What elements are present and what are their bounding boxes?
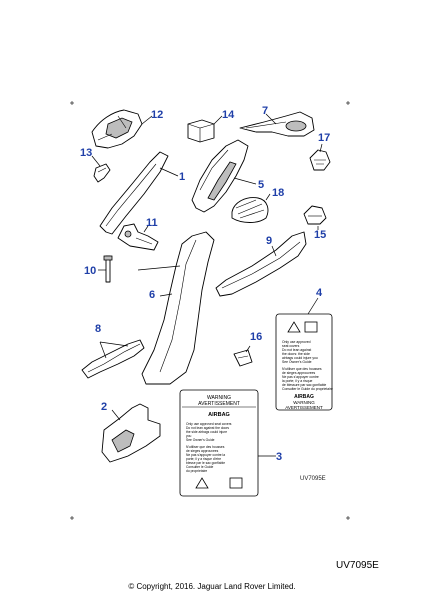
inner-reference-code: UV7095E [300, 476, 326, 482]
part-2-lower-trim[interactable] [101, 403, 161, 463]
label3-line7: de sieges approuvees [186, 449, 219, 453]
label3-warning: WARNING [207, 395, 231, 401]
warning-label-4[interactable]: Only use approved seat covers Do not lea… [275, 313, 333, 411]
part-1-a-pillar-trim[interactable] [99, 151, 169, 235]
part-18-shell[interactable] [231, 197, 269, 223]
label4-line9: Ne pas s’appuyer contre [282, 375, 319, 379]
label3-line11: Consulter le Guide [186, 465, 213, 469]
part-7-upper-trim[interactable] [239, 111, 315, 137]
label3-line5: See Owner's Guide [186, 438, 215, 442]
callout-15: 15 [314, 229, 326, 241]
label3-line3: the side airbags could injure [186, 430, 227, 434]
warning-triangle-icon [287, 321, 301, 333]
label4-line2: seat covers [282, 344, 300, 348]
callout-17: 17 [318, 132, 330, 144]
callout-1: 1 [179, 171, 185, 183]
label4-line6: See Owner’s Guide [282, 360, 312, 364]
book-icon [304, 321, 318, 333]
label4-line10: la porte; il y a risque [282, 379, 312, 383]
label3-avertissement: AVERTISSEMENT [198, 401, 240, 407]
part-13-clip[interactable] [93, 163, 111, 183]
part-9-sill[interactable] [215, 231, 307, 297]
label3-line4: you [186, 434, 191, 438]
callout-9: 9 [266, 235, 272, 247]
label3-line9: porte; il y a risque d'etre [186, 457, 221, 461]
crop-marks [70, 101, 350, 520]
label3-airbag: AIRBAG [208, 412, 230, 418]
label3-line2: Do not lean against the doors [186, 426, 229, 430]
label4-warning: WARNING [293, 400, 315, 405]
copyright-notice: © Copyright, 2016. Jaguar Land Rover Lim… [128, 582, 296, 591]
part-8-sill-strip[interactable] [81, 339, 145, 379]
callout-13: 13 [80, 147, 92, 159]
callout-4: 4 [316, 287, 323, 299]
warning-label-3[interactable]: WARNING AVERTISSEMENT AIRBAG Only use ap… [179, 389, 259, 497]
callout-16: 16 [250, 331, 262, 343]
callout-3: 3 [276, 451, 282, 463]
part-17-clip[interactable] [309, 149, 331, 171]
label4-line4: the doors: the side [282, 352, 310, 356]
part-5-b-pillar-upper[interactable] [191, 139, 249, 213]
label4-line11: de blessure par sac gonflable [282, 383, 326, 387]
label3-line1: Only use approved seat covers [186, 422, 232, 426]
part-6-b-pillar-lower[interactable] [141, 231, 215, 385]
part-15-clip[interactable] [303, 205, 327, 225]
part-11-bracket[interactable] [117, 223, 159, 251]
callout-10: 10 [84, 265, 96, 277]
callout-8: 8 [95, 323, 101, 335]
label4-line8: de sieges approuvees [282, 371, 315, 375]
label4-line7: N’utiliser que des housses [282, 367, 322, 371]
label3-line6: N'utiliser que des housses [186, 445, 225, 449]
illustration-code: UV7095E [336, 560, 379, 571]
part-14-pad[interactable] [187, 119, 215, 143]
label4-line1: Only use approved [282, 340, 311, 344]
part-12-trim-cover[interactable] [91, 109, 143, 149]
label4-line3: Do not lean against [282, 348, 311, 352]
callout-11: 11 [146, 217, 158, 229]
label4-line5: airbags could injure you [282, 356, 318, 360]
label4-avertissement: AVERTISSEMENT [285, 405, 323, 410]
label3-line12: du proprietaire [186, 469, 207, 473]
callout-12: 12 [151, 109, 163, 121]
label3-line8: Ne pas s'appuyer contre la [186, 453, 225, 457]
warning-triangle-icon [195, 477, 209, 489]
label3-line10: blesse par le sac gonflable [186, 461, 225, 465]
part-16-block[interactable] [233, 349, 253, 367]
part-10-stud[interactable] [103, 255, 113, 283]
callout-2: 2 [101, 401, 107, 413]
callout-6: 6 [149, 289, 155, 301]
label4-line12: Consulter le Guide du proprietaire [282, 387, 333, 391]
callout-18: 18 [272, 187, 284, 199]
label4-airbag: AIRBAG [294, 394, 314, 400]
callout-14: 14 [222, 109, 235, 121]
callout-5: 5 [258, 179, 264, 191]
callout-7: 7 [262, 105, 268, 117]
book-icon [229, 477, 243, 489]
